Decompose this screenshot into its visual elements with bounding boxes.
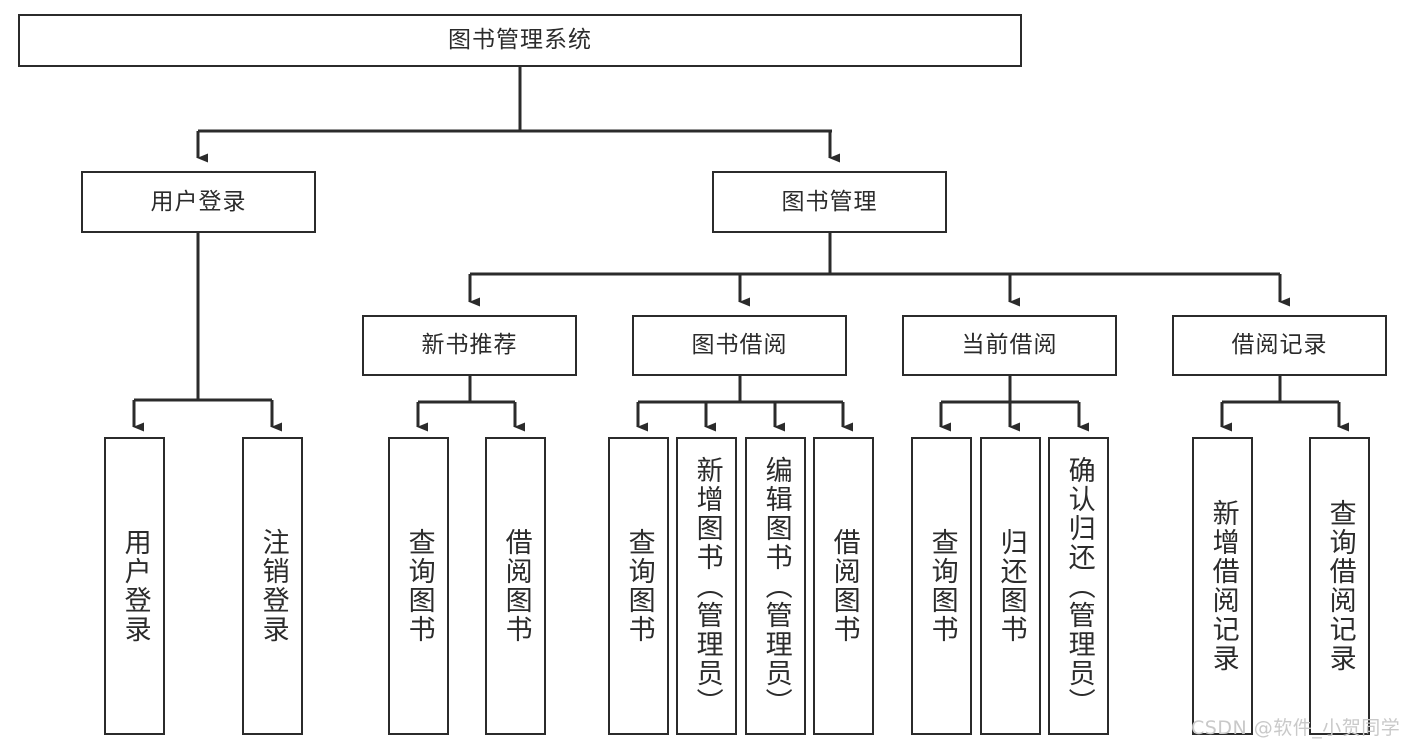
node-label: 用户登录 bbox=[150, 188, 247, 215]
node-book-borrow[interactable]: 图书借阅 bbox=[632, 315, 847, 376]
node-label: 查询图书 bbox=[623, 528, 655, 644]
node-label: 新增借阅记录 bbox=[1207, 499, 1239, 673]
leaf-recommend-borrow-book[interactable]: 借阅图书 bbox=[485, 437, 546, 735]
node-label: 借阅图书 bbox=[828, 528, 860, 644]
leaf-current-confirm-return-admin[interactable]: 确认归还（管理员） bbox=[1048, 437, 1109, 735]
node-new-book-recommend[interactable]: 新书推荐 bbox=[362, 315, 577, 376]
node-label: 查询借阅记录 bbox=[1324, 499, 1356, 673]
node-borrow-record[interactable]: 借阅记录 bbox=[1172, 315, 1387, 376]
node-label: 注销登录 bbox=[257, 528, 289, 644]
leaf-borrow-borrow-book[interactable]: 借阅图书 bbox=[813, 437, 874, 735]
leaf-borrow-add-book-admin[interactable]: 新增图书（管理员） bbox=[676, 437, 737, 735]
node-label: 新书推荐 bbox=[421, 332, 518, 358]
leaf-current-return-book[interactable]: 归还图书 bbox=[980, 437, 1041, 735]
node-current-borrow[interactable]: 当前借阅 bbox=[902, 315, 1117, 376]
node-label: 图书管理 bbox=[781, 188, 878, 215]
node-label: 借阅记录 bbox=[1231, 332, 1328, 358]
node-label: 编辑图书（管理员） bbox=[760, 455, 792, 717]
node-label: 确认归还（管理员） bbox=[1063, 455, 1095, 717]
node-user-login[interactable]: 用户登录 bbox=[81, 171, 316, 233]
node-label: 图书管理系统 bbox=[448, 27, 592, 53]
node-label: 当前借阅 bbox=[961, 332, 1058, 358]
node-label: 查询图书 bbox=[926, 528, 958, 644]
leaf-record-query-record[interactable]: 查询借阅记录 bbox=[1309, 437, 1370, 735]
node-label: 借阅图书 bbox=[500, 528, 532, 644]
leaf-record-add-record[interactable]: 新增借阅记录 bbox=[1192, 437, 1253, 735]
leaf-user-login-login[interactable]: 用户登录 bbox=[104, 437, 165, 735]
node-label: 图书借阅 bbox=[691, 332, 788, 358]
node-label: 查询图书 bbox=[403, 528, 435, 644]
node-label: 新增图书（管理员） bbox=[691, 455, 723, 717]
leaf-current-query-book[interactable]: 查询图书 bbox=[911, 437, 972, 735]
leaf-user-login-logout[interactable]: 注销登录 bbox=[242, 437, 303, 735]
node-label: 用户登录 bbox=[119, 528, 151, 644]
node-book-management[interactable]: 图书管理 bbox=[712, 171, 947, 233]
leaf-borrow-query-book[interactable]: 查询图书 bbox=[608, 437, 669, 735]
node-root-book-management-system[interactable]: 图书管理系统 bbox=[18, 14, 1022, 67]
node-label: 归还图书 bbox=[995, 528, 1027, 644]
leaf-borrow-edit-book-admin[interactable]: 编辑图书（管理员） bbox=[745, 437, 806, 735]
leaf-recommend-query-book[interactable]: 查询图书 bbox=[388, 437, 449, 735]
